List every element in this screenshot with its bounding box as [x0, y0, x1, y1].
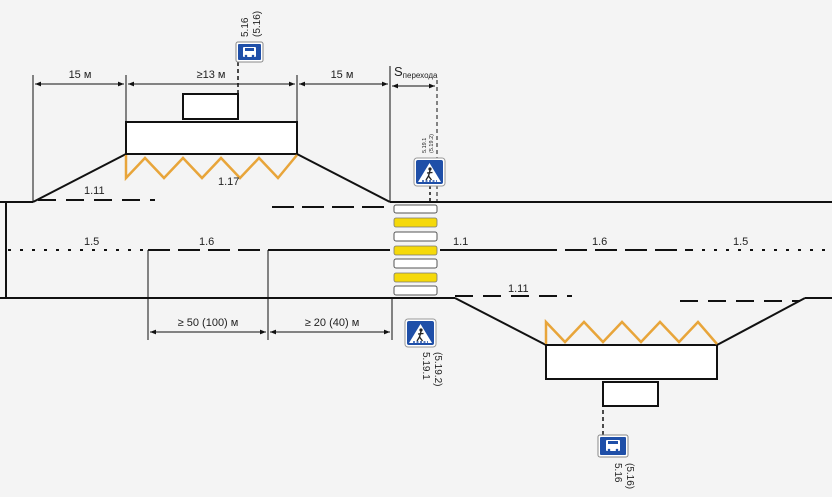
crossing-label-suffix: перехода	[403, 71, 438, 80]
bus-stop-platform-bottom	[545, 344, 718, 380]
dimension-labels: 15 м ≥13 м 15 м Sперехода ≥ 50 (100) м ≥…	[69, 64, 438, 329]
dimension-label-gap-far: ≥ 50 (100) м	[178, 317, 239, 329]
road	[0, 201, 832, 299]
sign-label-line: 5.16	[612, 463, 623, 483]
crosswalk-stripe	[393, 285, 438, 296]
bus-stop-sign-icon	[597, 434, 629, 458]
bus-shelter-bottom	[602, 381, 659, 407]
sign-label-line: 5.19.1	[422, 138, 428, 153]
marking-label-1-5-right: 1.5	[733, 236, 748, 248]
marking-label-1-1: 1.1	[453, 236, 468, 248]
crosswalk-stripe	[393, 258, 438, 269]
sign-label-line: (5.19.2)	[429, 134, 435, 153]
pedestrian-crossing-sign-icon	[404, 318, 437, 348]
bus-bay-bottom	[454, 295, 806, 407]
sign-label-line: (5.16)	[252, 11, 263, 37]
zigzag-marking-top	[124, 154, 298, 182]
sign-label-bus-stop-bottom: 5.16 (5.16)	[612, 463, 635, 489]
dimension-label-gap-near: ≥ 20 (40) м	[305, 317, 360, 329]
crossing-label-prefix: S	[394, 64, 403, 79]
sign-label-crossing-top: 5.19.1 (5.19.2)	[422, 134, 435, 153]
marking-label-1-6-right: 1.6	[592, 236, 607, 248]
crosswalk-stripe	[393, 245, 438, 256]
crosswalk	[393, 204, 438, 296]
dimensions-bottom	[147, 250, 393, 340]
marking-label-1-6-left: 1.6	[199, 236, 214, 248]
bus-shelter-top	[182, 93, 239, 120]
dimension-label-crossing: Sперехода	[394, 64, 438, 80]
sign-label-line: (5.19.2)	[432, 352, 443, 386]
dimension-label-bay: ≥13 м	[197, 69, 226, 81]
bus-stop-platform-top	[125, 121, 298, 155]
dimension-label-right-taper: 15 м	[331, 69, 354, 81]
sign-labels: 5.16 (5.16) 5.19.1 (5.19.2) 5.19.1 (5.19…	[240, 11, 635, 489]
crosswalk-stripe	[393, 204, 438, 214]
crosswalk-stripe	[393, 272, 438, 283]
bus-bay-bottom-outline	[454, 297, 806, 346]
marking-label-1-17: 1.17	[218, 176, 239, 188]
sign-label-line: 5.19.1	[420, 352, 431, 380]
sign-label-bus-stop-top: 5.16 (5.16)	[240, 11, 263, 37]
zigzag-marking-bottom	[544, 318, 718, 345]
crosswalk-stripe	[393, 231, 438, 242]
marking-label-1-11-top: 1.11	[84, 185, 105, 197]
marking-label-1-5-left: 1.5	[84, 236, 99, 248]
sign-label-line: 5.16	[240, 17, 251, 37]
marking-labels: 1.11 1.17 1.5 1.6 1.1 1.6 1.5 1.11	[84, 176, 748, 295]
sign-label-line: (5.16)	[624, 463, 635, 489]
bus-stop-sign-icon	[235, 41, 264, 63]
dimension-label-left-taper: 15 м	[69, 69, 92, 81]
pedestrian-crossing-sign-icon	[413, 157, 446, 187]
marking-label-1-11-bottom: 1.11	[508, 283, 529, 295]
sign-label-crossing-bottom: 5.19.1 (5.19.2)	[420, 352, 443, 386]
crosswalk-stripe	[393, 217, 438, 228]
